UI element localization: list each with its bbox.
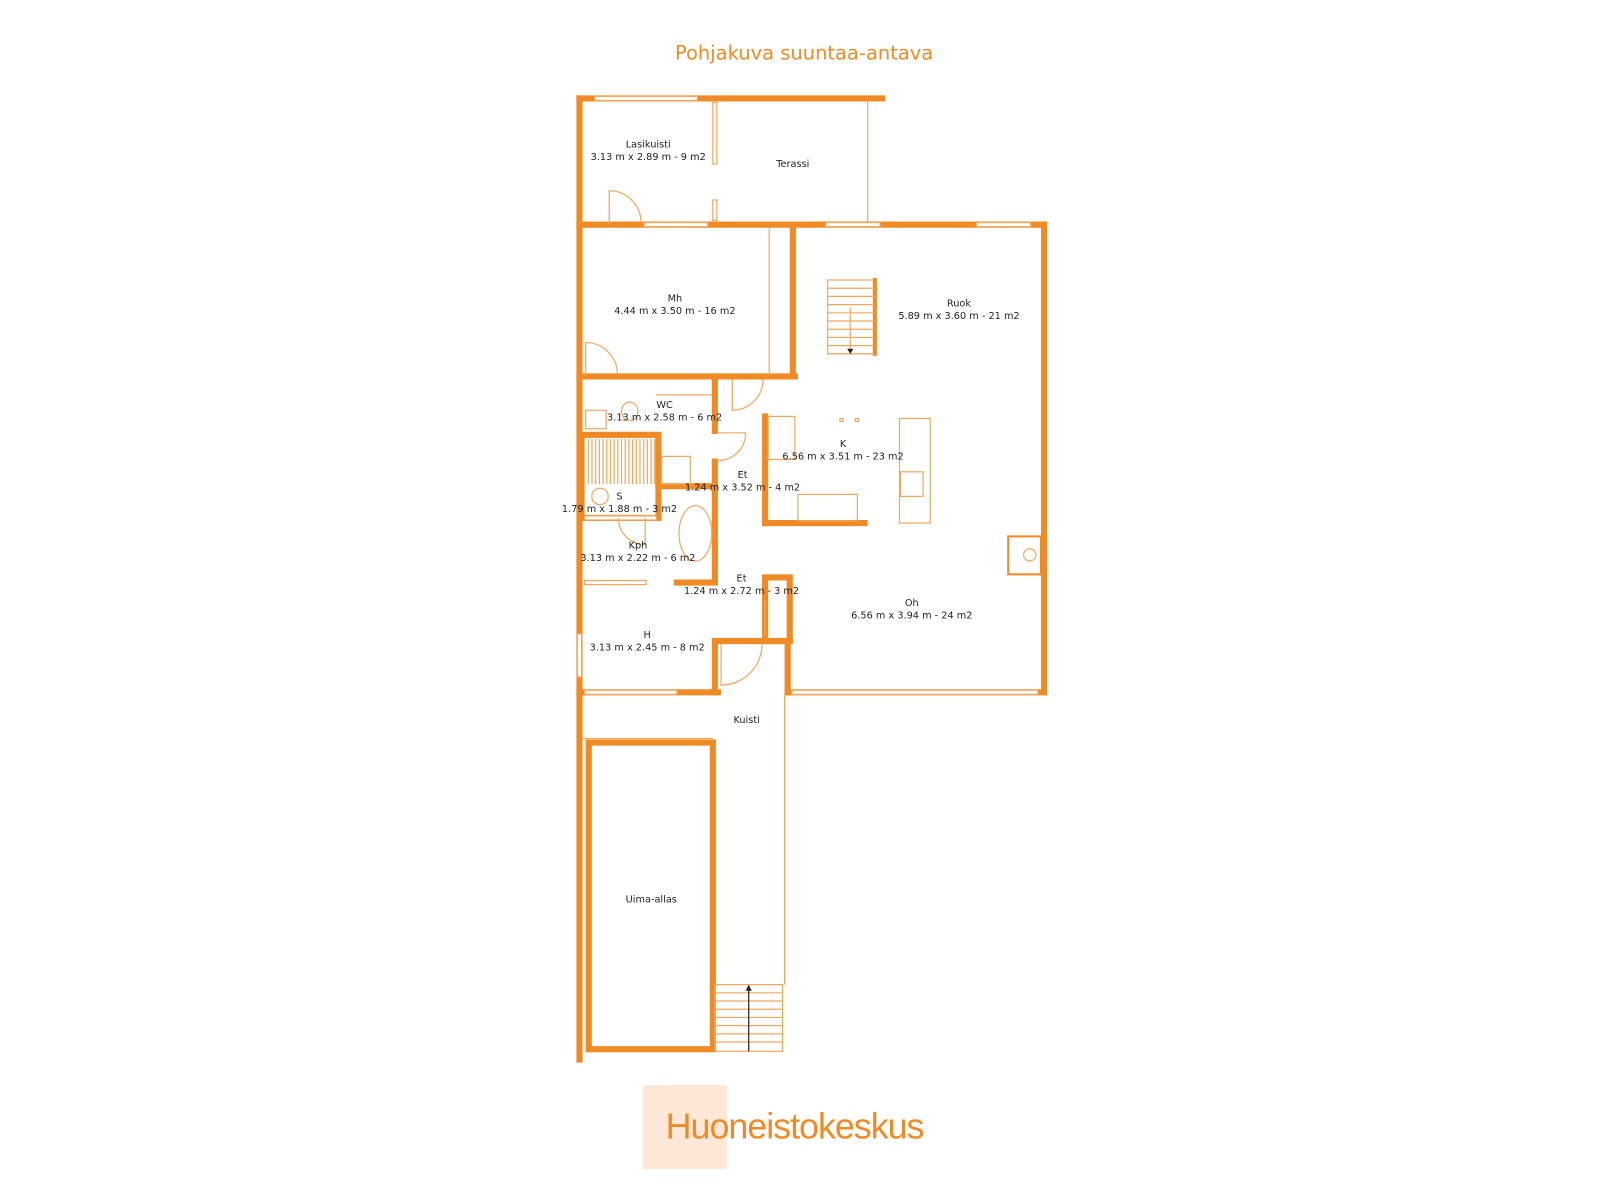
fixtures <box>582 100 1043 985</box>
room-size-kph: 3.13 m x 2.22 m - 6 m2 <box>580 553 695 564</box>
windows <box>576 95 1039 695</box>
room-name-kph: Kph <box>629 541 648 552</box>
room-name-et-2: Et <box>737 574 747 585</box>
room-name-s: S <box>616 491 622 502</box>
room-name-et-1: Et <box>738 470 748 481</box>
room-size-lasikuisti: 3.13 m x 2.89 m - 9 m2 <box>591 152 706 163</box>
room-name-kuisti: Kuisti <box>733 715 759 726</box>
room-size-et-1: 1.24 m x 3.52 m - 4 m2 <box>685 482 800 493</box>
doors <box>585 190 764 686</box>
room-size-ruok: 5.89 m x 3.60 m - 21 m2 <box>898 311 1019 322</box>
room-size-k: 6.56 m x 3.51 m - 23 m2 <box>782 451 903 462</box>
room-name-lasikuisti: Lasikuisti <box>626 140 671 151</box>
room-labels: Lasikuisti 3.13 m x 2.89 m - 9 m2 Terass… <box>562 140 1020 906</box>
room-size-h: 3.13 m x 2.45 m - 8 m2 <box>590 642 705 653</box>
room-name-ruok: Ruok <box>947 299 971 310</box>
room-name-mh: Mh <box>668 294 683 305</box>
room-name-k: K <box>840 439 847 450</box>
room-size-oh: 6.56 m x 3.94 m - 24 m2 <box>851 610 972 621</box>
room-name-terassi: Terassi <box>775 159 809 170</box>
room-size-wc: 3.13 m x 2.58 m - 6 m2 <box>607 413 722 424</box>
logo-text: Huoneistokeskus <box>666 1106 924 1146</box>
plan-title: Pohjakuva suuntaa-antava <box>675 41 933 64</box>
logo: Huoneistokeskus <box>643 1085 925 1170</box>
stairs <box>587 277 877 1052</box>
room-size-mh: 4.44 m x 3.50 m - 16 m2 <box>614 306 735 317</box>
walls <box>576 95 1048 1063</box>
room-size-et-2: 1.24 m x 2.72 m - 3 m2 <box>684 586 799 597</box>
room-name-uima-allas: Uima-allas <box>626 895 677 906</box>
room-name-h: H <box>644 630 651 641</box>
logo-background <box>643 1085 728 1170</box>
room-name-wc: WC <box>656 400 673 411</box>
room-size-s: 1.79 m x 1.88 m - 3 m2 <box>562 504 677 515</box>
room-name-oh: Oh <box>905 598 919 609</box>
